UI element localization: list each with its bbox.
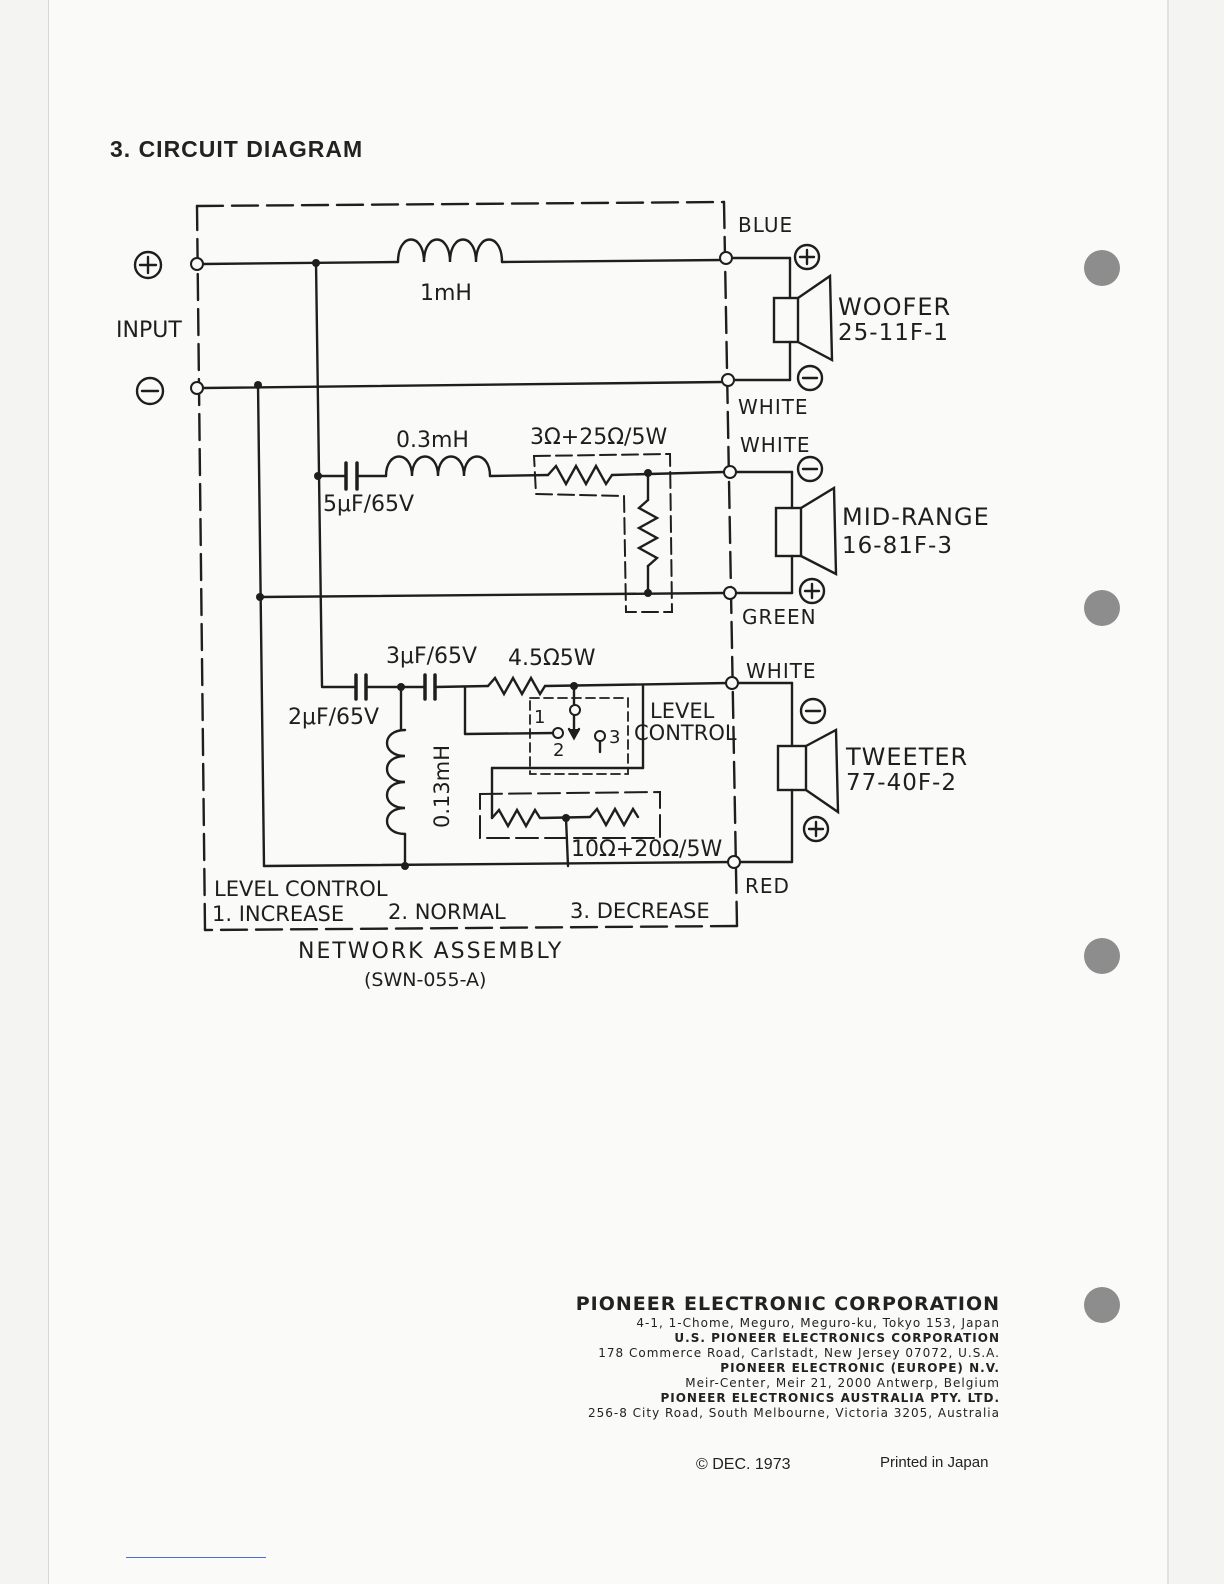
- network-assembly-label: NETWORK ASSEMBLY: [298, 939, 563, 964]
- corporation-address: Meir-Center, Meir 21, 2000 Antwerp, Belg…: [685, 1376, 1000, 1390]
- printed-in-notice: Printed in Japan: [880, 1454, 989, 1471]
- resistor-mid-series: [546, 463, 614, 487]
- wire-label-white: WHITE: [738, 395, 809, 419]
- corporation-name: PIONEER ELECTRONIC CORPORATION: [575, 1293, 1000, 1315]
- punch-hole: [1084, 1287, 1120, 1323]
- capacitor-5uf-label: 5μF/65V: [323, 492, 414, 517]
- tweeter-model: 77-40F-2: [846, 770, 957, 796]
- bottom-link-underline: [126, 1557, 266, 1558]
- switch-position-3: 3: [609, 727, 620, 748]
- corporation-branch: U.S. PIONEER ELECTRONICS CORPORATION: [674, 1331, 1000, 1345]
- woofer-speaker-icon: [772, 273, 834, 363]
- wire-label-white: WHITE: [746, 659, 817, 683]
- wire-label-white: WHITE: [740, 433, 811, 457]
- section-title: 3. CIRCUIT DIAGRAM: [110, 136, 364, 162]
- level-switch-enclosure: [529, 697, 629, 775]
- inductor-1mh: [396, 238, 504, 264]
- corporation-branch: PIONEER ELECTRONICS AUSTRALIA PTY. LTD.: [660, 1391, 1000, 1405]
- tweeter-name: TWEETER: [845, 743, 968, 771]
- resistor-45: [486, 675, 547, 697]
- resistor-mid-shunt: [636, 498, 660, 568]
- legend-normal: 2. NORMAL: [388, 900, 506, 924]
- resistor-mid-enclosure: [532, 452, 674, 613]
- woofer-model: 25-11F-1: [838, 320, 949, 346]
- wire-label-blue: BLUE: [738, 213, 793, 237]
- level-control-label-line1: LEVEL: [650, 699, 715, 723]
- wire-to-blue: [500, 258, 724, 264]
- minus-icon: [796, 455, 824, 483]
- resistor-mid-label: 3Ω+25Ω/5W: [530, 425, 667, 450]
- plus-icon: [133, 250, 163, 280]
- wire-red-return: [262, 860, 736, 868]
- corporation-block: PIONEER ELECTRONIC CORPORATION 4-1, 1-Ch…: [576, 1292, 1000, 1421]
- copyright-notice: © DEC. 1973: [696, 1456, 791, 1473]
- inductor-013mh-label: 0.13mH: [430, 745, 454, 828]
- resistor-10ohm: [490, 807, 542, 829]
- network-assembly-boundary: [195, 200, 739, 932]
- corporation-address: 4-1, 1-Chome, Meguro, Meguro-ku, Tokyo 1…: [636, 1316, 1000, 1330]
- corporation-address: 256-8 City Road, South Melbourne, Victor…: [587, 1406, 1000, 1420]
- minus-icon: [799, 697, 827, 725]
- inductor-1mh-label: 1mH: [420, 281, 472, 306]
- switch-position-2: 2: [553, 740, 564, 761]
- tweeter-speaker-icon: [776, 728, 840, 815]
- network-part-number: (SWN-055-A): [364, 969, 486, 991]
- woofer-name: WOOFER: [838, 293, 951, 321]
- inductor-03mh: [384, 455, 492, 478]
- inductor-013mh: [386, 728, 407, 836]
- corporation-branch: PIONEER ELECTRONIC (EUROPE) N.V.: [720, 1361, 1000, 1375]
- capacitor-2uf-label: 2μF/65V: [288, 705, 379, 730]
- wire-minus-input: [201, 380, 724, 390]
- inductor-03mh-label: 0.3mH: [396, 428, 469, 453]
- legend-increase: 1. INCREASE: [212, 902, 344, 926]
- level-control-label-line2: CONTROL: [634, 721, 737, 745]
- wire-label-green: GREEN: [742, 605, 817, 629]
- resistor-20ohm: [588, 806, 640, 828]
- plus-icon: [802, 815, 830, 843]
- minus-icon: [135, 376, 165, 406]
- wire-minus-bus: [256, 382, 266, 868]
- corporation-address: 178 Commerce Road, Carlstadt, New Jersey…: [598, 1346, 1000, 1360]
- punch-hole: [1084, 250, 1120, 286]
- wire-label-red: RED: [745, 874, 790, 898]
- legend-title: LEVEL CONTROL: [214, 877, 388, 901]
- input-label: INPUT: [116, 318, 182, 343]
- midrange-speaker-icon: [774, 485, 838, 576]
- resistor-45-label: 4.5Ω5W: [508, 646, 596, 671]
- punch-hole: [1084, 938, 1120, 974]
- midrange-model: 16-81F-3: [842, 533, 953, 559]
- plus-icon: [793, 243, 821, 271]
- capacitor-3uf-label: 3μF/65V: [386, 644, 477, 669]
- minus-icon: [796, 364, 824, 392]
- legend-decrease: 3. DECREASE: [570, 899, 710, 923]
- resistor-tweeter-enclosure: [479, 790, 661, 839]
- switch-position-1: 1: [534, 707, 545, 728]
- plus-icon: [798, 577, 826, 605]
- resistor-tweeter-label: 10Ω+20Ω/5W: [571, 837, 722, 862]
- midrange-name: MID-RANGE: [842, 503, 990, 531]
- punch-hole: [1084, 590, 1120, 626]
- wire-green-return: [258, 591, 726, 599]
- wire-plus-input: [201, 260, 400, 266]
